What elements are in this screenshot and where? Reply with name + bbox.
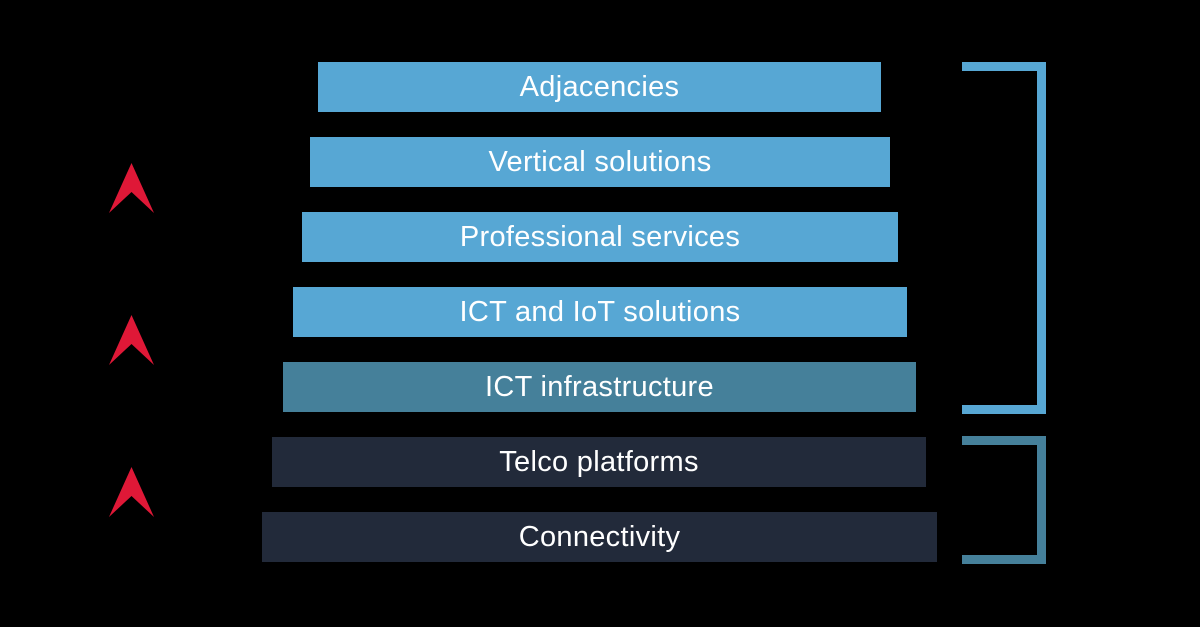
lower-layers-bracket [962, 436, 1046, 564]
layer-label: Connectivity [518, 520, 681, 553]
layer-bar-adjacencies: Adjacencies [318, 62, 881, 112]
up-chevron-icon [109, 467, 154, 517]
up-chevron-icon [109, 163, 154, 213]
layer-bar-connectivity: Connectivity [262, 512, 937, 562]
layer-bar-professional-services: Professional services [302, 212, 898, 262]
layer-bar-vertical-solutions: Vertical solutions [310, 137, 890, 187]
layer-bar-telco-platforms: Telco platforms [272, 437, 926, 487]
layer-label: Professional services [459, 220, 741, 253]
layer-label: Telco platforms [499, 445, 699, 478]
up-chevron-icon [109, 315, 154, 365]
layer-label: Adjacencies [519, 70, 680, 103]
layer-label: ICT infrastructure [485, 370, 714, 403]
layer-label: Vertical solutions [488, 145, 712, 178]
layer-bar-ict-infrastructure: ICT infrastructure [283, 362, 916, 412]
layer-bar-ict-iot-solutions: ICT and IoT solutions [293, 287, 907, 337]
layer-label: ICT and IoT solutions [459, 295, 741, 328]
upper-layers-bracket [962, 62, 1046, 414]
